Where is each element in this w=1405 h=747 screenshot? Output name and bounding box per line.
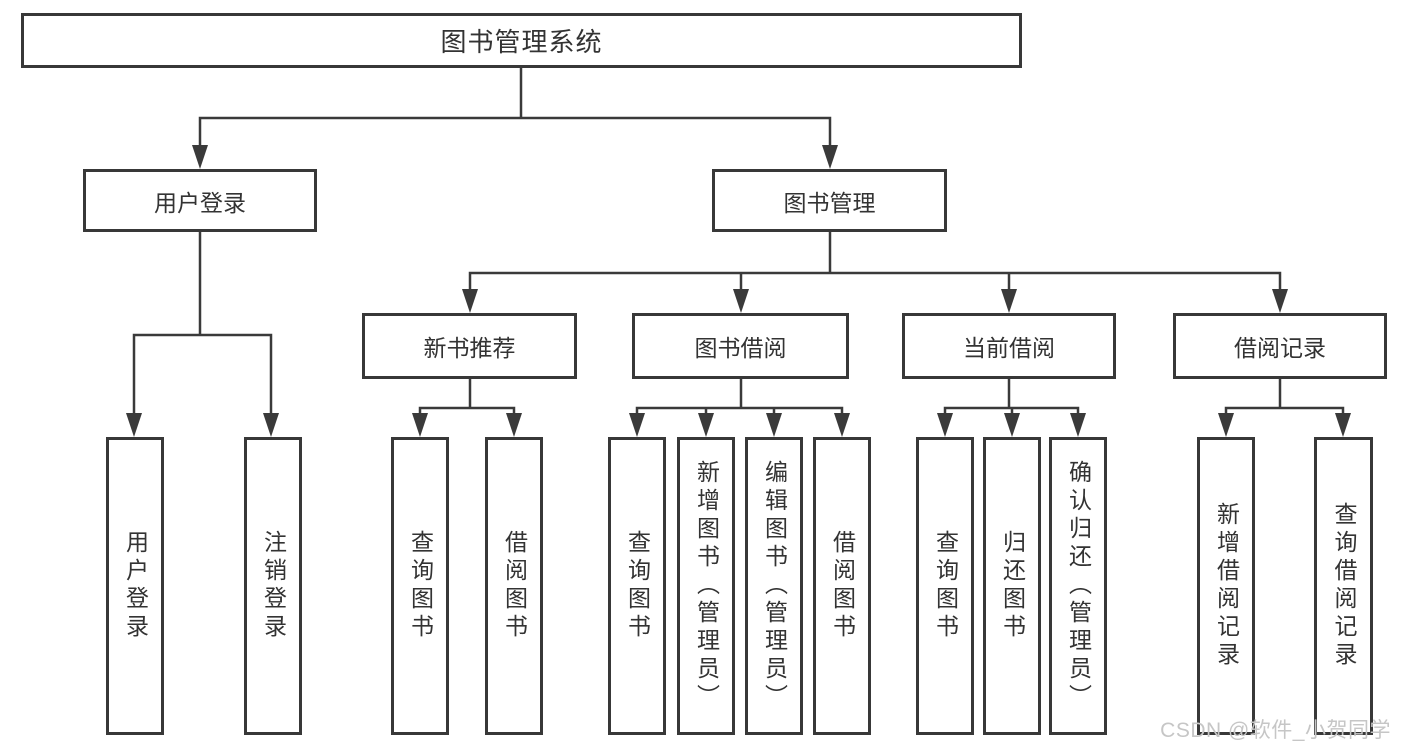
node-borrowing-records: 借阅记录 (1173, 313, 1387, 379)
leaf-label: 确认归还（管理员） (1065, 460, 1092, 712)
leaf-borrow-books-recommend: 借阅图书 (485, 437, 543, 735)
leaf-add-books-admin: 新增图书（管理员） (677, 437, 735, 735)
node-label: 新书推荐 (423, 335, 516, 361)
arrowhead (263, 413, 279, 437)
arrowhead (506, 413, 522, 437)
arrowhead (834, 413, 850, 437)
leaf-label: 注销登录 (260, 530, 287, 642)
node-new-book-recommend: 新书推荐 (362, 313, 577, 379)
leaf-query-books-recommend: 查询图书 (391, 437, 449, 735)
node-label: 图书管理 (783, 189, 876, 216)
node-root-system: 图书管理系统 (21, 13, 1022, 68)
arrowhead (192, 145, 208, 169)
leaf-return-books: 归还图书 (983, 437, 1041, 735)
node-user-login-branch: 用户登录 (83, 169, 317, 232)
arrowheads (126, 145, 1351, 437)
leaf-label: 新增图书（管理员） (693, 460, 720, 712)
tree-connector-path (132, 66, 1345, 419)
node-current-borrowing: 当前借阅 (902, 313, 1116, 379)
leaf-add-borrow-record: 新增借阅记录 (1197, 437, 1255, 735)
arrowhead (629, 413, 645, 437)
arrowhead (126, 413, 142, 437)
node-label: 图书借阅 (694, 335, 787, 361)
leaf-label: 借阅图书 (829, 530, 856, 642)
arrowhead (412, 413, 428, 437)
leaf-label: 查询图书 (407, 530, 434, 642)
arrowhead (822, 145, 838, 169)
leaf-label: 新增借阅记录 (1213, 502, 1240, 670)
leaf-user-login: 用户登录 (106, 437, 164, 735)
leaf-label: 查询图书 (624, 530, 651, 642)
arrowhead (1218, 413, 1234, 437)
arrowhead (1335, 413, 1351, 437)
node-book-borrowing: 图书借阅 (632, 313, 849, 379)
arrowhead (766, 413, 782, 437)
leaf-label: 归还图书 (999, 530, 1026, 642)
leaf-query-borrow-record: 查询借阅记录 (1314, 437, 1373, 735)
arrowhead (1272, 289, 1288, 313)
node-label: 借阅记录 (1234, 335, 1326, 361)
leaf-label: 查询借阅记录 (1331, 502, 1357, 670)
arrowhead (937, 413, 953, 437)
arrowhead (462, 289, 478, 313)
leaf-label: 查询图书 (932, 530, 959, 642)
leaf-borrow-books: 借阅图书 (813, 437, 871, 735)
node-label: 当前借阅 (963, 335, 1055, 361)
leaf-label: 用户登录 (122, 530, 149, 642)
arrowhead (1001, 289, 1017, 313)
csdn-watermark: CSDN @软件_小贺同学 (1160, 719, 1391, 742)
leaf-label: 编辑图书（管理员） (761, 460, 788, 712)
arrowhead (698, 413, 714, 437)
node-book-management-branch: 图书管理 (712, 169, 947, 232)
arrowhead (1070, 413, 1086, 437)
leaf-query-books-borrow: 查询图书 (608, 437, 666, 735)
arrowhead (1004, 413, 1020, 437)
node-root-label: 图书管理系统 (440, 27, 603, 57)
node-label: 用户登录 (154, 189, 246, 216)
leaf-edit-books-admin: 编辑图书（管理员） (745, 437, 803, 735)
leaf-confirm-return-admin: 确认归还（管理员） (1049, 437, 1107, 735)
leaf-query-books-current: 查询图书 (916, 437, 974, 735)
arrowhead (733, 289, 749, 313)
leaf-label: 借阅图书 (501, 530, 528, 642)
leaf-logout: 注销登录 (244, 437, 302, 735)
